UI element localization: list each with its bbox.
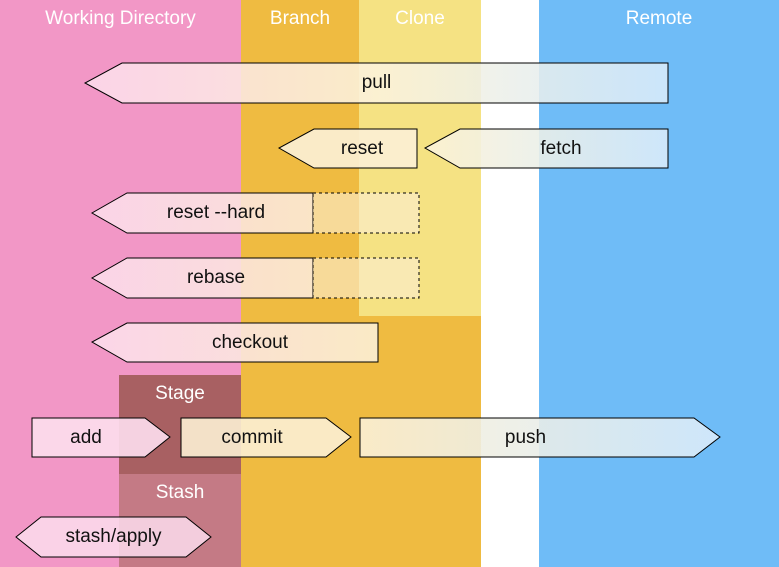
- add-arrow: [31, 417, 171, 458]
- stash-apply-label: stash/apply: [65, 526, 162, 547]
- pull-label: pull: [361, 72, 392, 93]
- reset-hard-dashed-extension: [312, 192, 420, 234]
- stage-label: Stage: [155, 383, 205, 404]
- reset-arrow: [277, 128, 418, 169]
- checkout-arrow: [90, 322, 379, 363]
- reset-label: reset: [340, 137, 384, 159]
- commit-label: commit: [221, 426, 283, 448]
- push-label: push: [504, 426, 547, 448]
- stash-label: Stash: [155, 482, 205, 503]
- branch-label: Branch: [269, 8, 331, 29]
- clone-label: Clone: [395, 8, 445, 29]
- rebase-label: rebase: [186, 267, 246, 288]
- working-directory-label: Working Directory: [45, 8, 196, 29]
- fetch-arrow: [423, 128, 669, 169]
- checkout-label: checkout: [211, 331, 289, 353]
- commit-arrow: [180, 417, 352, 458]
- reset-hard-label: reset --hard: [166, 202, 266, 223]
- pull-arrow: [83, 62, 669, 104]
- fetch-label: fetch: [540, 137, 582, 159]
- stash-apply-arrow: [15, 516, 212, 558]
- rebase-dashed-extension: [312, 257, 420, 299]
- add-label: add: [70, 426, 102, 448]
- push-arrow: [359, 417, 721, 458]
- remote-label: Remote: [625, 8, 693, 29]
